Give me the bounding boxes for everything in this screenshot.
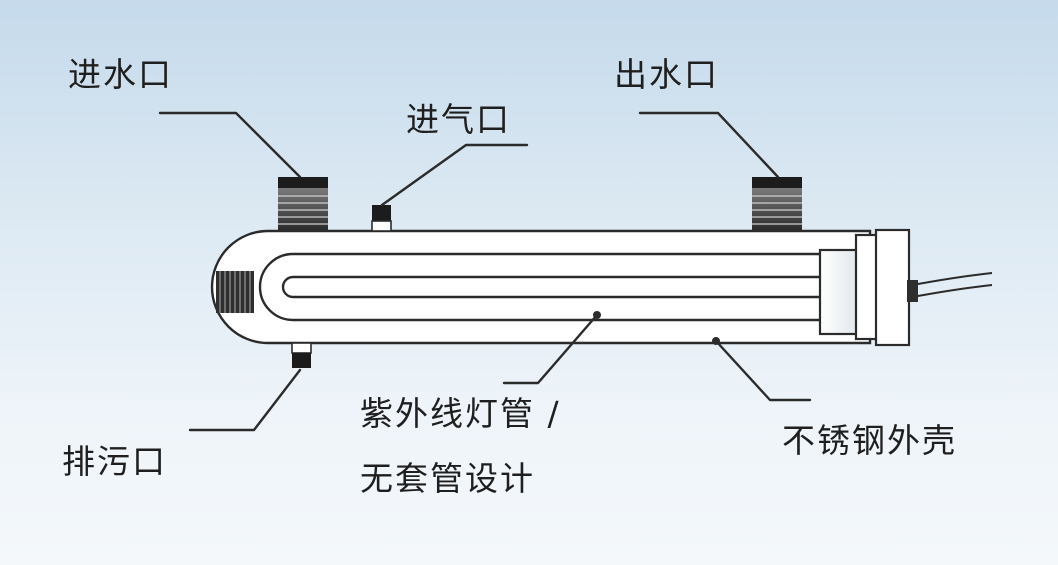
label-housing: 不锈钢外壳 (782, 421, 957, 460)
label-uv-lamp-line2: 无套管设计 (360, 459, 535, 498)
lamp-end-cap (818, 228, 911, 347)
uv-lamp-inner (281, 275, 822, 299)
leader-dot-uv-lamp (593, 311, 601, 319)
label-water-outlet: 出水口 (614, 55, 719, 94)
power-cable (907, 272, 993, 302)
leader-drain (188, 368, 302, 432)
water-outlet-fitting (752, 177, 802, 231)
drain-fitting (291, 342, 312, 368)
label-drain: 排污口 (62, 442, 167, 481)
leader-water-inlet (158, 111, 302, 179)
leader-air-inlet (380, 143, 529, 207)
leader-uv-lamp (502, 313, 599, 385)
side-fitting (216, 271, 254, 313)
leader-water-outlet (638, 111, 780, 179)
uv-lamp-outer (258, 252, 822, 322)
label-water-inlet: 进水口 (68, 55, 173, 94)
air-inlet-fitting (371, 205, 392, 232)
leader-housing (714, 339, 812, 402)
water-inlet-fitting (278, 177, 328, 231)
housing-body (210, 229, 872, 345)
leader-dot-housing (712, 337, 720, 345)
label-uv-lamp-line1: 紫外线灯管 / (360, 394, 561, 433)
label-air-inlet: 进气口 (406, 100, 511, 139)
